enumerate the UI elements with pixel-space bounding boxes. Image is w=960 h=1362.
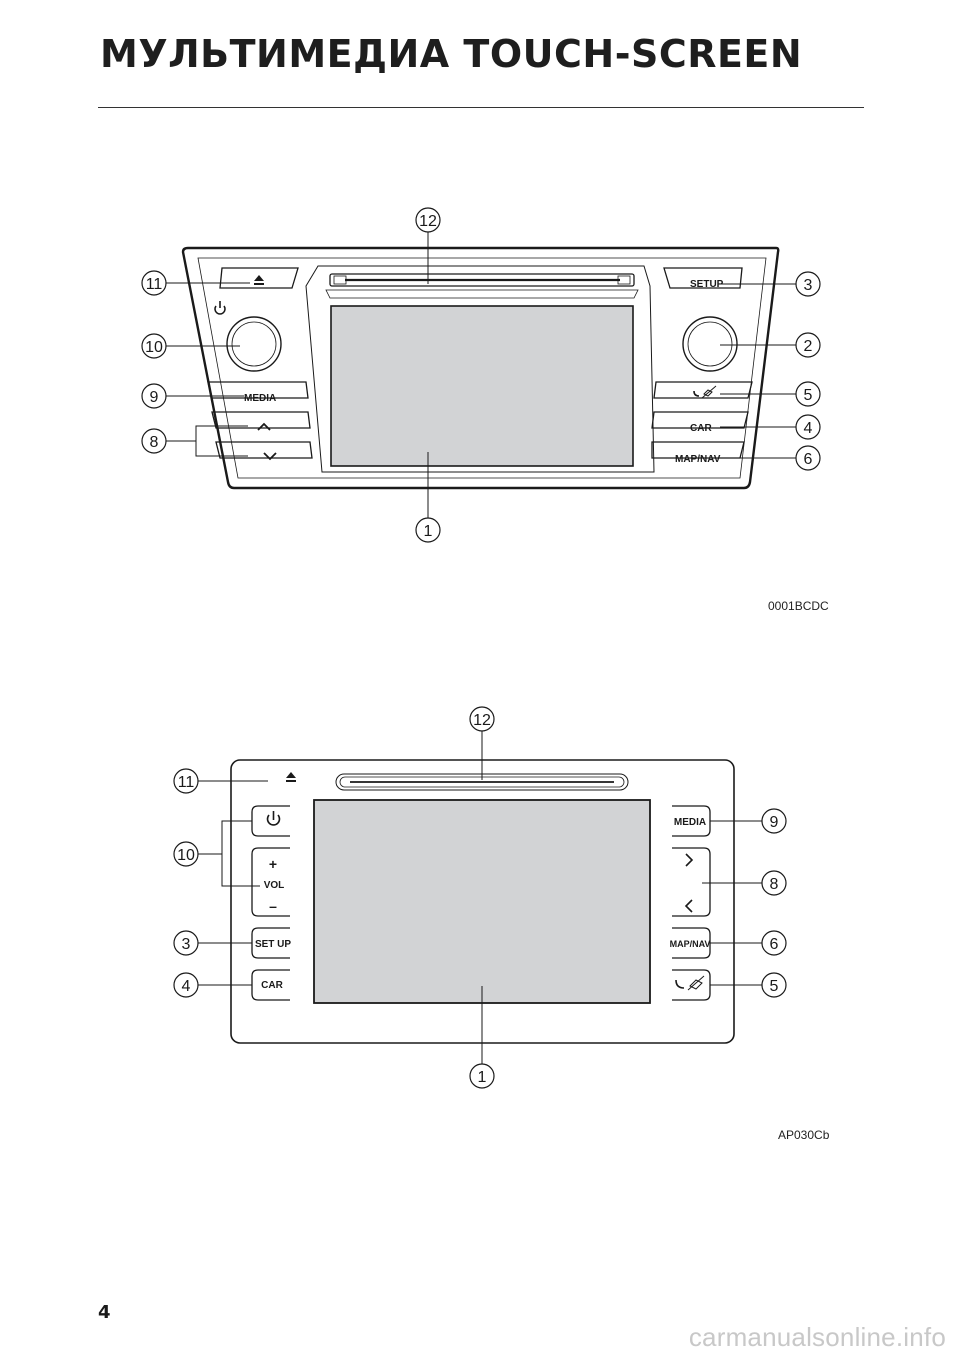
callout-8: 8 xyxy=(150,434,159,451)
car-button-label: CAR xyxy=(261,980,283,991)
volume-plus-label: + xyxy=(269,856,277,872)
callout-1: 1 xyxy=(478,1069,487,1086)
callout-11: 11 xyxy=(146,276,163,293)
callout-1: 1 xyxy=(424,523,433,540)
media-button-label: MEDIA xyxy=(674,817,706,828)
callout-12: 12 xyxy=(419,213,437,230)
callout-4: 4 xyxy=(182,978,191,995)
eject-icon xyxy=(286,772,296,782)
car-button-label: CAR xyxy=(690,423,712,434)
callout-10: 10 xyxy=(145,339,163,356)
callout-9: 9 xyxy=(150,389,159,406)
watermark: carmanualsonline.info xyxy=(688,1322,946,1352)
callout-4: 4 xyxy=(804,420,813,437)
setup-button-label: SET UP xyxy=(255,939,291,950)
callout-2: 2 xyxy=(804,338,813,355)
callout-6: 6 xyxy=(804,451,813,468)
title-divider xyxy=(98,107,864,108)
figure-1: SETUP MEDIA CAR MAP/NAV xyxy=(0,190,960,630)
callout-6: 6 xyxy=(770,936,779,953)
callout-12: 12 xyxy=(473,712,491,729)
figure-1-code: 0001BCDC xyxy=(768,599,829,613)
figure-1-diagram: SETUP MEDIA CAR MAP/NAV xyxy=(141,207,821,543)
callout-11: 11 xyxy=(178,774,195,791)
callout-8: 8 xyxy=(770,876,779,893)
eject-icon xyxy=(254,275,264,285)
page-title: МУЛЬТИМЕДИА TOUCH-SCREEN xyxy=(100,32,803,76)
callout-3: 3 xyxy=(804,277,813,294)
callout-10: 10 xyxy=(177,847,195,864)
callout-9: 9 xyxy=(770,814,779,831)
page-number: 4 xyxy=(98,1302,111,1323)
callout-5: 5 xyxy=(770,978,779,995)
volume-minus-label: – xyxy=(269,898,277,914)
setup-button-label: SETUP xyxy=(690,279,724,290)
media-button-label: MEDIA xyxy=(244,393,276,404)
figure-2: + VOL – SET UP CAR MEDIA MAP/NAV xyxy=(0,690,960,1150)
callout-5: 5 xyxy=(804,387,813,404)
callout-3: 3 xyxy=(182,936,191,953)
map-nav-button-label: MAP/NAV xyxy=(670,939,711,949)
map-nav-button-label: MAP/NAV xyxy=(675,454,721,465)
vol-label: VOL xyxy=(264,880,285,891)
figure-2-diagram: + VOL – SET UP CAR MEDIA MAP/NAV xyxy=(173,706,787,1089)
figure-2-code: AP030Cb xyxy=(778,1128,830,1142)
